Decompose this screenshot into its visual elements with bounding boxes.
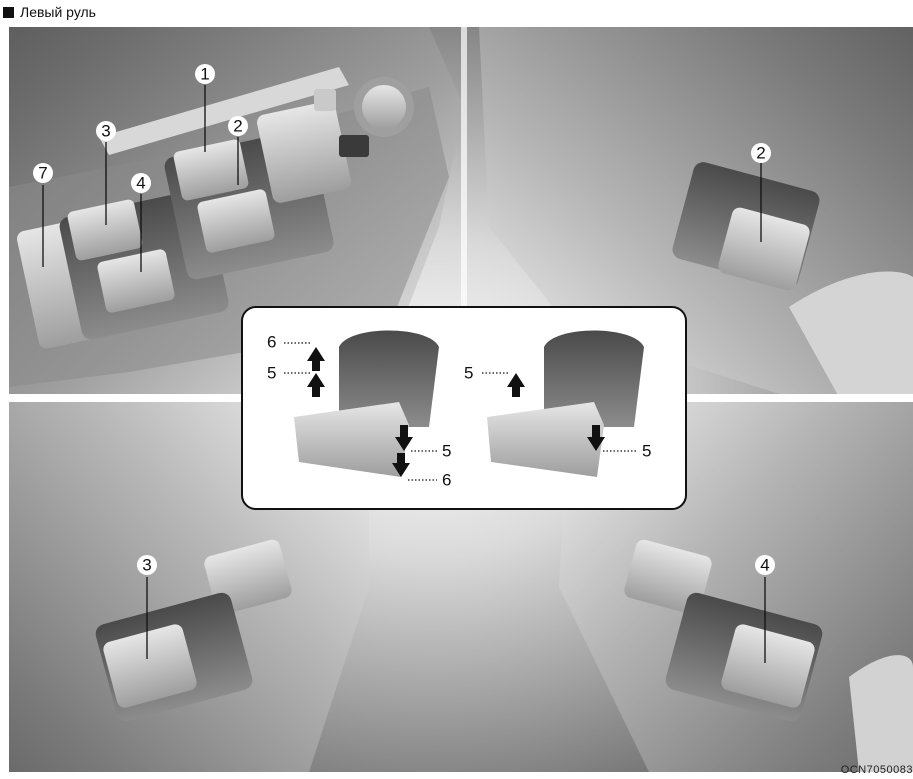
mirror-control-knob[interactable] (362, 85, 406, 129)
inset-label-6-up: 6 (267, 333, 276, 352)
figure-code: OCN7050083 (841, 764, 913, 776)
inset-label-5-up: 5 (267, 364, 276, 383)
caption-text: Левый руль (20, 4, 96, 20)
inset-label-6-down: 6 (442, 471, 451, 490)
inset-label-5-down-right: 5 (642, 442, 651, 461)
callout-2: 2 (233, 117, 242, 136)
illustration: 1 2 3 4 7 2 3 4 (9, 27, 913, 772)
figure-caption: Левый руль (3, 0, 96, 24)
callout-4-rear-right: 4 (760, 556, 769, 575)
inset-label-5-down: 5 (442, 442, 451, 461)
square-bullet-icon (3, 7, 14, 18)
callout-1: 1 (200, 65, 209, 84)
callout-2-passenger: 2 (756, 144, 765, 163)
callout-3-rear-left: 3 (142, 556, 151, 575)
callout-4: 4 (136, 174, 145, 193)
callout-7: 7 (38, 164, 47, 183)
switch-operation-inset: 6 5 5 6 5 5 (242, 307, 686, 509)
callout-3: 3 (101, 122, 110, 141)
inset-label-5-up-right: 5 (464, 364, 473, 383)
